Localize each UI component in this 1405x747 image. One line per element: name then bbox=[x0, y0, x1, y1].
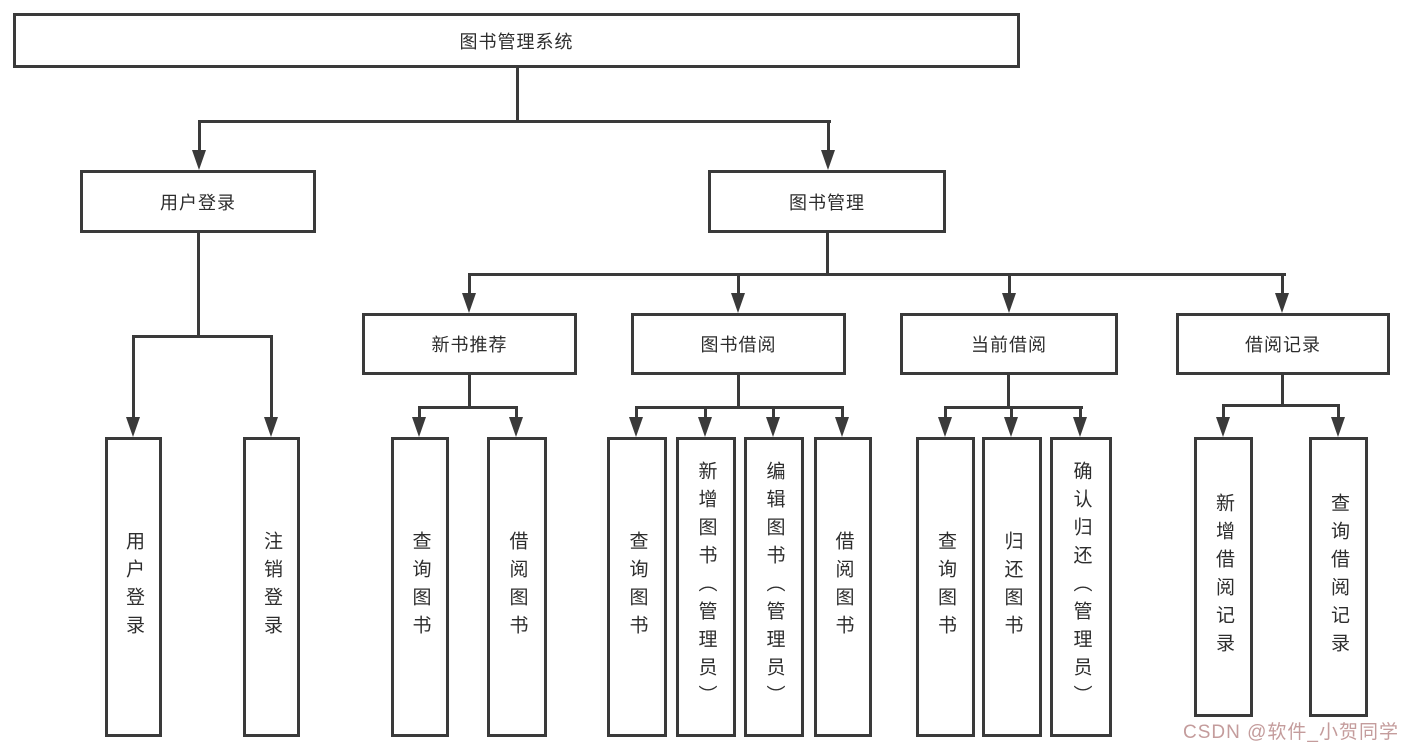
connector-line bbox=[1008, 273, 1011, 295]
leaf-add-borrow-record: 新增借阅记录 bbox=[1194, 437, 1253, 717]
arrow-down-icon bbox=[1004, 417, 1018, 437]
arrow-down-icon bbox=[412, 417, 426, 437]
node-user-login: 用户登录 bbox=[80, 170, 316, 233]
arrow-down-icon bbox=[1002, 293, 1016, 313]
arrow-down-icon bbox=[126, 417, 140, 437]
watermark: CSDN @软件_小贺同学 bbox=[1183, 722, 1399, 743]
arrow-down-icon bbox=[698, 417, 712, 437]
connector-line bbox=[635, 406, 638, 420]
connector-line bbox=[1337, 404, 1340, 420]
connector-line bbox=[418, 406, 421, 420]
connector-line bbox=[418, 406, 518, 409]
arrow-down-icon bbox=[509, 417, 523, 437]
connector-line bbox=[1281, 273, 1284, 295]
arrow-down-icon bbox=[766, 417, 780, 437]
arrow-down-icon bbox=[629, 417, 643, 437]
connector-line bbox=[198, 120, 201, 152]
connector-line bbox=[1007, 375, 1010, 406]
connector-line bbox=[635, 406, 844, 409]
connector-line bbox=[1281, 375, 1284, 404]
connector-line bbox=[515, 406, 518, 420]
arrow-down-icon bbox=[1216, 417, 1230, 437]
connector-line bbox=[841, 406, 844, 420]
leaf-add-books-admin: 新增图书（管理员） bbox=[676, 437, 736, 737]
connector-line bbox=[826, 233, 829, 273]
arrow-down-icon bbox=[938, 417, 952, 437]
connector-line bbox=[1010, 406, 1013, 420]
arrow-down-icon bbox=[835, 417, 849, 437]
connector-line bbox=[944, 406, 947, 420]
arrow-down-icon bbox=[192, 150, 206, 170]
leaf-logout: 注销登录 bbox=[243, 437, 300, 737]
node-book-management: 图书管理 bbox=[708, 170, 946, 233]
connector-line bbox=[704, 406, 707, 420]
leaf-edit-books-admin: 编辑图书（管理员） bbox=[744, 437, 804, 737]
leaf-confirm-return-admin: 确认归还（管理员） bbox=[1050, 437, 1112, 737]
connector-line bbox=[1222, 404, 1225, 420]
connector-line bbox=[468, 375, 471, 406]
connector-line bbox=[737, 273, 740, 295]
arrow-down-icon bbox=[1073, 417, 1087, 437]
connector-line bbox=[468, 273, 1286, 276]
connector-line bbox=[737, 375, 740, 406]
arrow-down-icon bbox=[821, 150, 835, 170]
arrow-down-icon bbox=[264, 417, 278, 437]
node-current-borrow: 当前借阅 bbox=[900, 313, 1118, 375]
leaf-query-borrow-record: 查询借阅记录 bbox=[1309, 437, 1368, 717]
connector-line bbox=[827, 120, 830, 152]
connector-line bbox=[1079, 406, 1082, 420]
connector-line bbox=[132, 335, 135, 419]
leaf-borrow-books: 借阅图书 bbox=[814, 437, 872, 737]
connector-line bbox=[468, 273, 471, 295]
connector-line bbox=[132, 335, 273, 338]
leaf-borrow-books-recommend: 借阅图书 bbox=[487, 437, 547, 737]
node-new-book-recommend: 新书推荐 bbox=[362, 313, 577, 375]
connector-line bbox=[270, 335, 273, 419]
node-borrow-records: 借阅记录 bbox=[1176, 313, 1390, 375]
connector-line bbox=[944, 406, 1083, 409]
node-book-borrow: 图书借阅 bbox=[631, 313, 846, 375]
connector-line bbox=[516, 68, 519, 120]
arrow-down-icon bbox=[462, 293, 476, 313]
leaf-return-books: 归还图书 bbox=[982, 437, 1042, 737]
connector-line bbox=[198, 120, 831, 123]
leaf-user-login: 用户登录 bbox=[105, 437, 162, 737]
arrow-down-icon bbox=[1331, 417, 1345, 437]
connector-line bbox=[197, 233, 200, 335]
leaf-query-books-borrow: 查询图书 bbox=[607, 437, 667, 737]
connector-line bbox=[1222, 404, 1340, 407]
connector-line bbox=[772, 406, 775, 420]
node-library-management-system: 图书管理系统 bbox=[13, 13, 1020, 68]
leaf-query-books-recommend: 查询图书 bbox=[391, 437, 449, 737]
leaf-query-books-current: 查询图书 bbox=[916, 437, 975, 737]
arrow-down-icon bbox=[731, 293, 745, 313]
arrow-down-icon bbox=[1275, 293, 1289, 313]
